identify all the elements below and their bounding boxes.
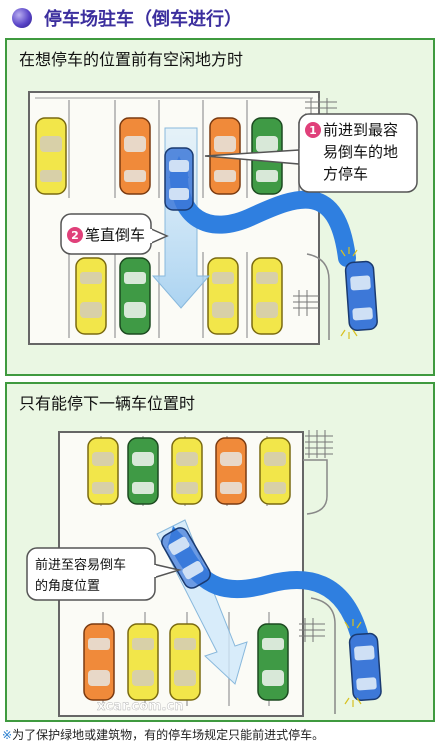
road-edge-lower xyxy=(310,597,336,714)
panel1-title: 在想停车的位置前有空闲地方时 xyxy=(19,50,244,69)
headlight-glow-icon xyxy=(344,619,362,707)
parked-car-yellow-3 xyxy=(259,437,291,505)
panel-single-space: 只有能停下一辆车位置时 xyxy=(5,382,435,722)
footnote: ※为了保护绿地或建筑物，有的停车场规定只能前进式停车。 xyxy=(2,726,324,743)
callout-line1: 前进至容易倒车 xyxy=(35,557,126,573)
callout1-number: 1 xyxy=(309,124,317,137)
parked-car-yellow-2 xyxy=(75,257,107,335)
page-title: 停车场驻车（倒车进行） xyxy=(44,9,242,30)
callout1-number-badge xyxy=(305,122,321,138)
parked-car-yellow-5 xyxy=(169,623,201,701)
parked-car-yellow-4 xyxy=(127,623,159,701)
panel1-diagram: 1 前进到最容 易倒车的地 方停车 2 笔直倒车 xyxy=(28,91,418,345)
section-bullet-icon xyxy=(12,8,32,28)
moving-car-angled xyxy=(161,527,211,589)
parked-car-green-2 xyxy=(119,257,151,335)
stall-lines-bottom xyxy=(68,252,248,338)
footnote-mark: ※ xyxy=(2,728,13,742)
callout2-label: 笔直倒车 xyxy=(85,226,145,244)
parked-car-orange-2 xyxy=(83,623,115,701)
parked-car-yellow-1 xyxy=(35,117,67,195)
panel2-diagram: 前进至容易倒车 的角度位置 xcar.com.cn xyxy=(26,430,382,717)
callout1-line2: 易倒车的地 xyxy=(323,143,398,161)
road-edge xyxy=(303,459,328,515)
callout2-number: 2 xyxy=(71,229,79,242)
parked-car-yellow-1 xyxy=(87,437,119,505)
callout1-line3: 方停车 xyxy=(323,165,368,183)
watermark: xcar.com.cn xyxy=(97,699,183,714)
parked-car-orange-1 xyxy=(119,117,151,195)
header: 停车场驻车（倒车进行） xyxy=(0,0,440,34)
road-edge-lower xyxy=(306,253,330,340)
grass-hatch-bottom xyxy=(299,618,325,642)
parked-car-yellow-2 xyxy=(171,437,203,505)
grass-hatch-bottom xyxy=(293,290,319,316)
panel2-title: 只有能停下一辆车位置时 xyxy=(19,394,196,413)
parked-car-yellow-3 xyxy=(207,257,239,335)
parked-car-orange-1 xyxy=(215,437,247,505)
parked-car-green-2 xyxy=(257,623,289,701)
callout2-number-badge xyxy=(67,227,83,243)
parked-car-yellow-4 xyxy=(251,257,283,335)
panel-forward-space: 在想停车的位置前有空闲地方时 xyxy=(5,38,435,376)
parked-car-green-1 xyxy=(127,437,159,505)
callout1-box xyxy=(298,113,418,193)
callout-line2: 的角度位置 xyxy=(35,578,100,594)
grass-hatch-top xyxy=(305,430,333,458)
moving-car-start xyxy=(348,632,382,702)
footnote-text: 为了保护绿地或建筑物，有的停车场规定只能前进式停车。 xyxy=(12,728,325,742)
moving-car-in-slot xyxy=(164,147,194,211)
stall-lines-top xyxy=(68,100,248,198)
moving-car-start xyxy=(344,260,378,332)
headlight-glow-icon xyxy=(340,247,358,339)
callout1-line1: 前进到最容 xyxy=(323,121,398,139)
